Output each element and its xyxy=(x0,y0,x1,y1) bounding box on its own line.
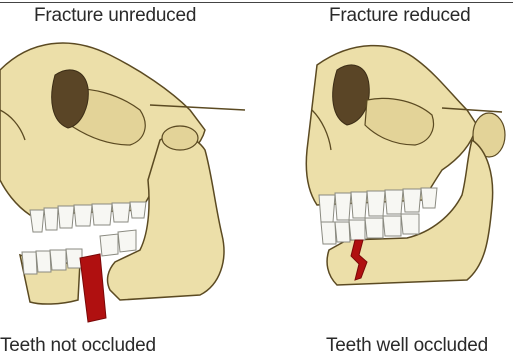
upper-tooth xyxy=(92,204,112,225)
skull-unreduced-illustration xyxy=(0,0,256,356)
upper-tooth xyxy=(335,193,351,220)
upper-tooth xyxy=(44,208,58,230)
lower-tooth xyxy=(321,222,336,244)
lower-tooth xyxy=(383,216,401,236)
lower-tooth xyxy=(118,230,136,252)
upper-tooth xyxy=(385,190,403,214)
upper-tooth xyxy=(351,192,367,218)
upper-tooth xyxy=(74,205,92,226)
caption-teeth-well-occluded: Teeth well occluded xyxy=(326,336,488,355)
panel-unreduced: Fracture unreduced Teeth not occluded xyxy=(0,0,256,356)
fracture-line xyxy=(80,254,106,322)
lower-tooth xyxy=(22,252,37,274)
upper-tooth xyxy=(30,210,44,232)
lower-tooth xyxy=(365,218,383,238)
lower-tooth xyxy=(401,214,419,234)
lower-tooth xyxy=(100,234,118,256)
title-fracture-unreduced: Fracture unreduced xyxy=(34,6,196,25)
skull-reduced-illustration xyxy=(257,0,513,356)
caption-teeth-not-occluded: Teeth not occluded xyxy=(0,336,156,355)
lower-tooth xyxy=(50,250,66,270)
upper-tooth xyxy=(58,206,74,228)
upper-tooth xyxy=(403,189,421,212)
lower-tooth xyxy=(335,222,350,242)
condyle xyxy=(162,126,198,150)
upper-tooth xyxy=(130,202,146,218)
panel-reduced: Fracture reduced Teeth well occluded xyxy=(257,0,513,356)
upper-tooth xyxy=(367,191,385,216)
lower-tooth xyxy=(36,251,51,272)
lower-tooth xyxy=(349,220,365,240)
upper-tooth xyxy=(319,195,335,222)
upper-tooth xyxy=(421,188,437,208)
upper-tooth xyxy=(112,203,130,222)
title-fracture-reduced: Fracture reduced xyxy=(329,6,470,25)
